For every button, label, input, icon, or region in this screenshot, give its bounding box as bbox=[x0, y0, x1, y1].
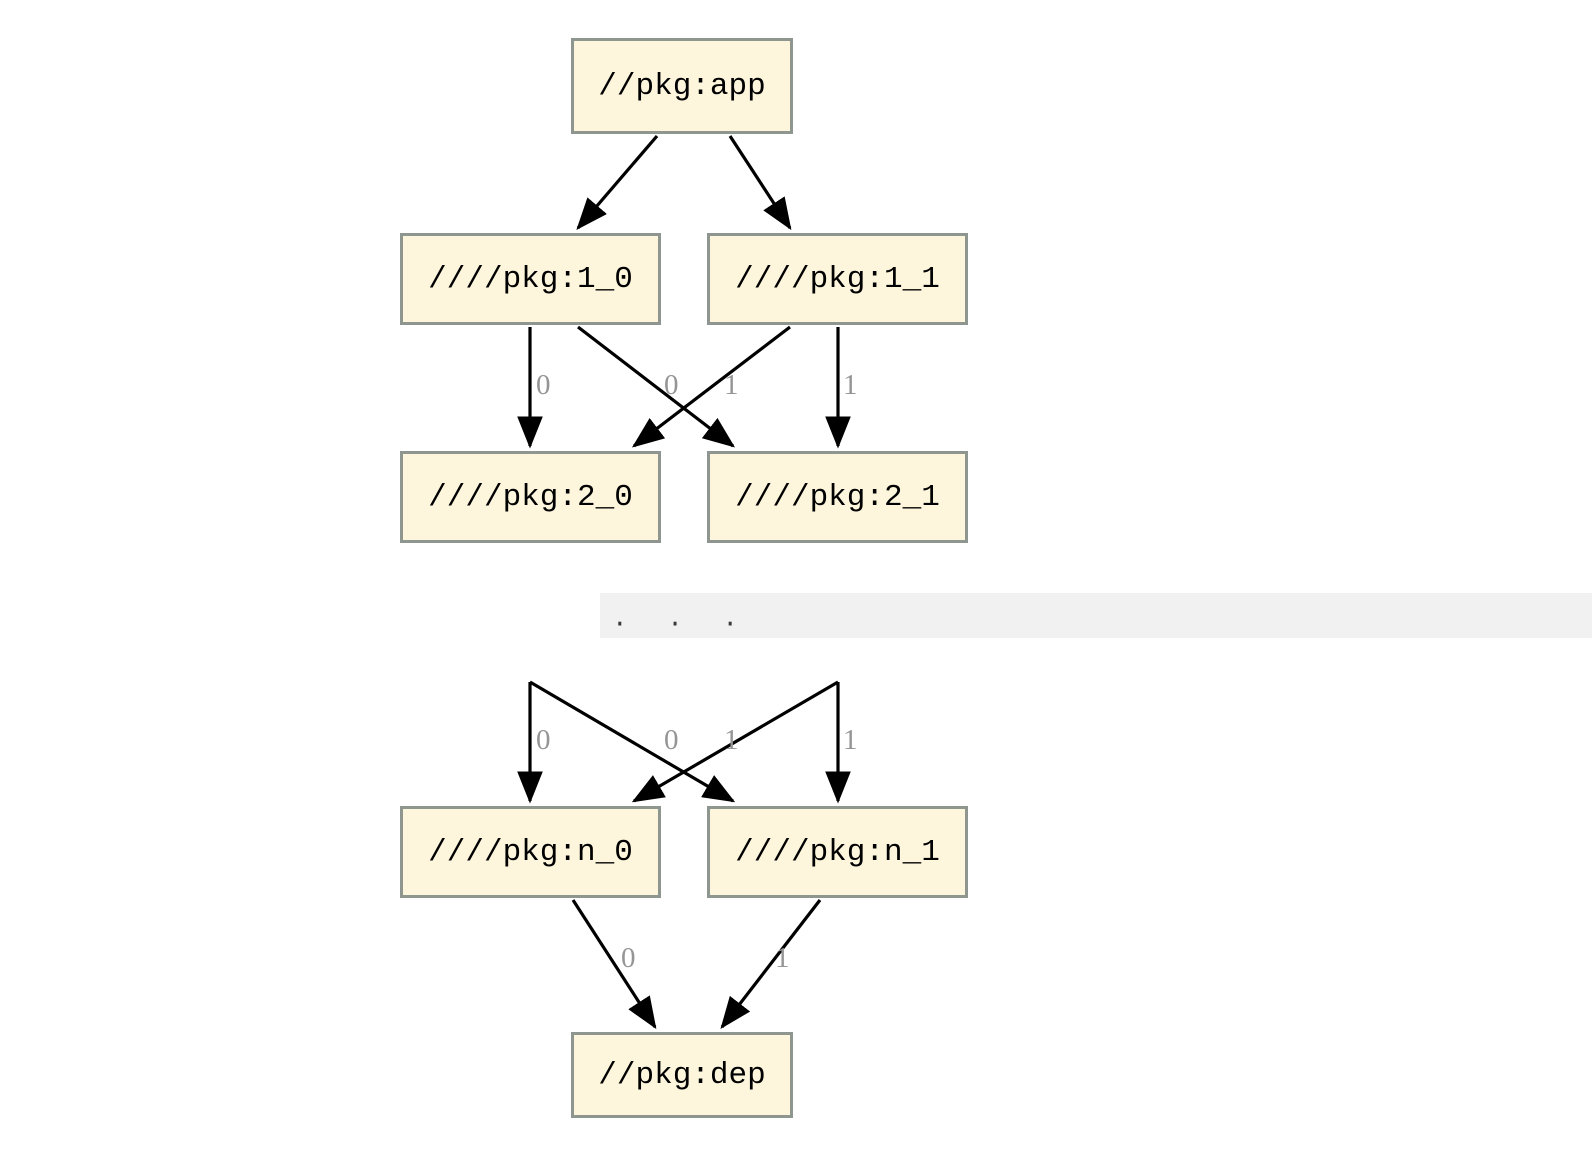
edge-label-y-to-n_1: 1 bbox=[843, 724, 858, 756]
edge-label-1_0-to-2_1: 0 bbox=[664, 369, 679, 401]
edge-label-1_1-to-2_1: 1 bbox=[843, 369, 858, 401]
edge-n_1-to-dep bbox=[720, 899, 822, 1030]
node-n2_1[interactable]: ////pkg:2_1 bbox=[707, 451, 968, 543]
edge-label-y-to-n_0: 1 bbox=[724, 724, 739, 756]
node-n2_0[interactable]: ////pkg:2_0 bbox=[400, 451, 661, 543]
edge-label-x-to-n_0: 0 bbox=[536, 724, 551, 756]
edge-1_1-to-2_0 bbox=[631, 325, 791, 448]
node-label: ////pkg:n_0 bbox=[428, 834, 633, 870]
node-label: ////pkg:2_1 bbox=[735, 479, 940, 515]
node-nn_0[interactable]: ////pkg:n_0 bbox=[400, 806, 661, 898]
node-dep[interactable]: //pkg:dep bbox=[571, 1032, 793, 1118]
edge-label-n_0-to-dep: 0 bbox=[621, 942, 636, 974]
edge-label-n_1-to-dep: 1 bbox=[775, 942, 790, 974]
node-label: //pkg:dep bbox=[598, 1057, 766, 1093]
edge-label-1_1-to-2_0: 1 bbox=[724, 369, 739, 401]
node-label: ////pkg:2_0 bbox=[428, 479, 633, 515]
node-n1_1[interactable]: ////pkg:1_1 bbox=[707, 233, 968, 325]
edge-y-to-n_0 bbox=[631, 680, 839, 803]
node-label: ////pkg:n_1 bbox=[735, 834, 940, 870]
node-label: ////pkg:1_0 bbox=[428, 261, 633, 297]
node-nn_1[interactable]: ////pkg:n_1 bbox=[707, 806, 968, 898]
ellipsis-band: · · · bbox=[600, 593, 1592, 638]
edge-label-1_0-to-2_0: 0 bbox=[536, 369, 551, 401]
node-n1_0[interactable]: ////pkg:1_0 bbox=[400, 233, 661, 325]
ellipsis-dots: · · · bbox=[612, 608, 751, 639]
edge-x-to-n_1 bbox=[529, 680, 736, 803]
edge-n_0-to-dep bbox=[571, 899, 657, 1030]
node-label: //pkg:app bbox=[598, 68, 766, 104]
edge-app-to-1_0 bbox=[576, 134, 659, 230]
edge-label-x-to-n_1: 0 bbox=[664, 724, 679, 756]
node-label: ////pkg:1_1 bbox=[735, 261, 940, 297]
edge-app-to-1_1 bbox=[728, 135, 792, 231]
edge-1_0-to-2_1 bbox=[577, 325, 736, 448]
node-app[interactable]: //pkg:app bbox=[571, 38, 793, 134]
edge-lines bbox=[517, 134, 851, 1030]
